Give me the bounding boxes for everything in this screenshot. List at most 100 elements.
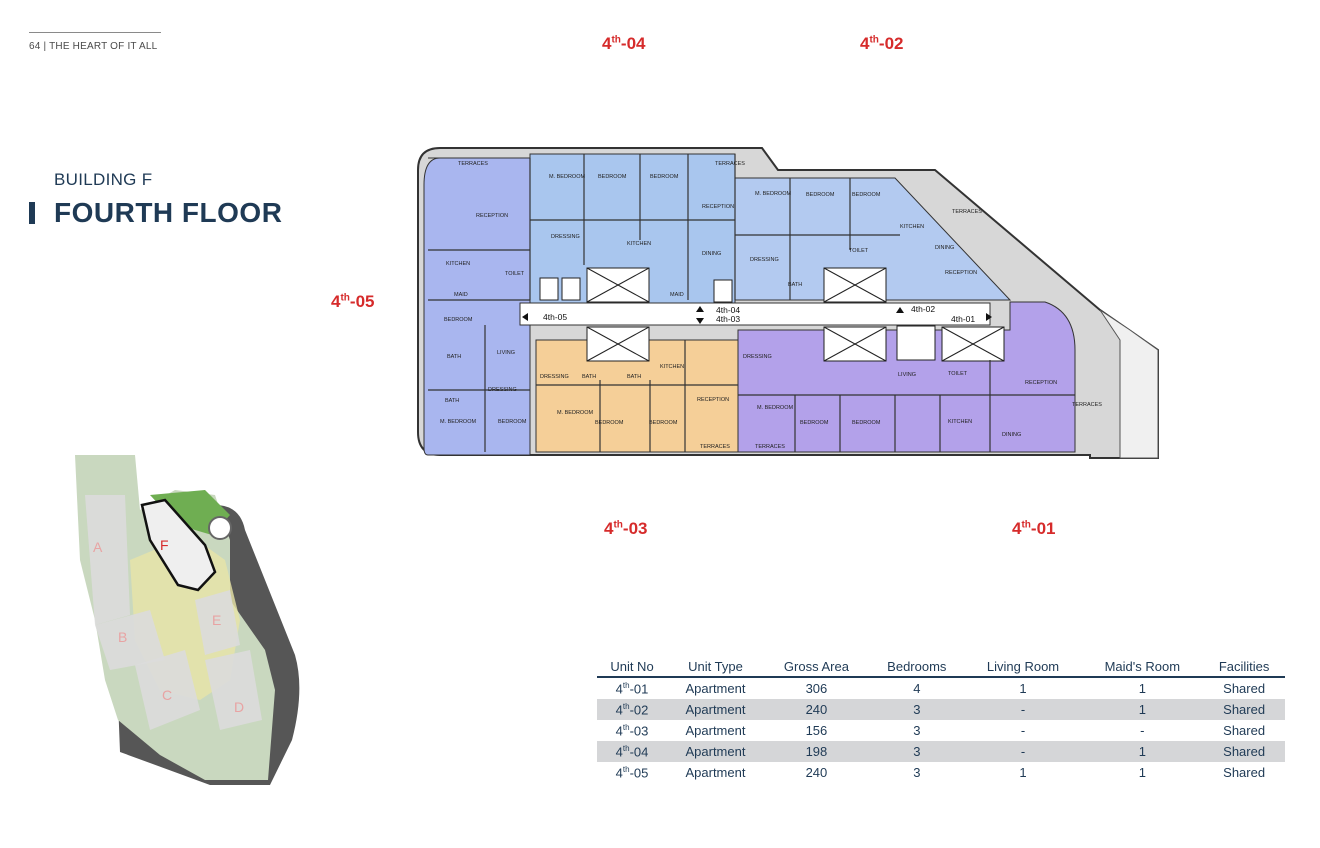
cell-maids-room: 1 (1081, 741, 1204, 762)
room-dressing-label: DRESSING (488, 387, 517, 393)
building-a-label: A (93, 539, 103, 555)
room-bedroom-label: BEDROOM (806, 192, 835, 198)
room-bedroom-label: BEDROOM (800, 420, 829, 426)
room-terraces-label: TERRACES (952, 209, 982, 215)
room-reception-label: RECEPTION (476, 213, 508, 219)
cell-unit-type: Apartment (685, 723, 746, 738)
col-header: Facilities (1203, 658, 1285, 678)
corridor-label-01: 4th-01 (951, 314, 975, 324)
building-c-label: C (162, 687, 172, 703)
cell-facilities: Shared (1203, 741, 1285, 762)
room-bedroom-label: BEDROOM (650, 174, 679, 180)
room-m-bedroom-label: M. BEDROOM (557, 410, 593, 416)
room-living-label: LIVING (497, 350, 515, 356)
building-f-highlight (140, 498, 217, 592)
cell-unit-type: Apartment (685, 681, 746, 696)
unit-schedule-table: Unit No Unit Type Gross Area Bedrooms Li… (597, 658, 1285, 783)
room-dining-label: DINING (702, 251, 721, 257)
building-e-label: E (212, 612, 221, 628)
room-toilet-label: TOILET (948, 371, 968, 377)
site-plan: A B C D E F (75, 455, 300, 785)
building-c-footprint (135, 650, 200, 730)
service-cores (539, 267, 1005, 362)
room-terraces-label: TERRACES (755, 444, 785, 450)
building-b-label: B (118, 629, 127, 645)
cell-bedrooms: 3 (868, 741, 965, 762)
cell-maids-room: 1 (1081, 699, 1204, 720)
table-row: 4th-01 Apartment 306 4 1 1 Shared (597, 677, 1285, 699)
building-d-footprint (205, 650, 262, 730)
room-bedroom-label: BEDROOM (852, 420, 881, 426)
interior-walls (428, 154, 1075, 452)
room-kitchen-label: KITCHEN (900, 224, 924, 230)
room-m-bedroom-label: M. BEDROOM (755, 191, 791, 197)
building-label: BUILDING F (54, 170, 153, 189)
cell-bedrooms: 3 (868, 699, 965, 720)
cell-facilities: Shared (1223, 723, 1266, 738)
room-bath-label: BATH (627, 374, 641, 380)
cell-maids-room: 1 (1138, 765, 1146, 780)
cell-unit-no: 4th-02 (597, 699, 668, 720)
cell-unit-no: 4th-03 (615, 722, 649, 739)
room-living-label: LIVING (898, 372, 916, 378)
unit-tag-05: 4th-05 (331, 292, 375, 311)
site-roundabout (208, 516, 232, 540)
room-maid-label: MAID (454, 292, 468, 298)
col-header: Living Room (964, 658, 1082, 678)
room-toilet-label: TOILET (849, 248, 869, 254)
room-bath-label: BATH (445, 398, 459, 404)
room-bath-label: BATH (447, 354, 461, 360)
cell-maids-room: 1 (1138, 681, 1146, 696)
room-bedroom-label: BEDROOM (444, 317, 473, 323)
corridor-label-04: 4th-04 (716, 305, 740, 315)
building-b-footprint (95, 610, 165, 670)
cell-unit-type: Apartment (667, 699, 764, 720)
room-dining-label: DINING (1002, 432, 1021, 438)
cell-unit-type: Apartment (685, 765, 746, 780)
cell-unit-no: 4th-04 (597, 741, 668, 762)
col-header: Unit Type (667, 658, 764, 678)
unit-05-area (423, 157, 531, 456)
cell-living-room: - (1020, 723, 1026, 738)
room-reception-label: RECEPTION (697, 397, 729, 403)
room-kitchen-label: KITCHEN (627, 241, 651, 247)
cell-gross-area: 156 (805, 723, 828, 738)
cell-unit-no: 4th-01 (615, 680, 649, 697)
room-kitchen-label: KITCHEN (660, 364, 684, 370)
corridor (519, 302, 991, 326)
room-m-bedroom-label: M. BEDROOM (440, 419, 476, 425)
room-bath-label: BATH (788, 282, 802, 288)
room-bath-label: BATH (582, 374, 596, 380)
cell-facilities: Shared (1223, 765, 1266, 780)
header-rule (29, 32, 161, 33)
room-bedroom-label: BEDROOM (649, 420, 678, 426)
room-reception-label: RECEPTION (1025, 380, 1057, 386)
room-kitchen-label: KITCHEN (446, 261, 470, 267)
room-terraces-label: TERRACES (1072, 402, 1102, 408)
cell-facilities: Shared (1223, 681, 1266, 696)
cell-gross-area: 240 (763, 699, 869, 720)
room-m-bedroom-label: M. BEDROOM (549, 174, 585, 180)
cell-maids-room: - (1140, 723, 1145, 738)
room-bedroom-label: BEDROOM (498, 419, 527, 425)
col-header: Gross Area (763, 658, 869, 678)
unit-tag-03: 4th-03 (604, 519, 648, 538)
building-d-label: D (234, 699, 244, 715)
floor-title: FOURTH FLOOR (54, 197, 283, 228)
cell-gross-area: 240 (805, 765, 828, 780)
room-toilet-label: TOILET (505, 271, 525, 277)
room-dressing-label: DRESSING (743, 354, 772, 360)
corridor-label-02: 4th-02 (911, 304, 935, 314)
room-terraces-label: TERRACES (700, 444, 730, 450)
room-reception-label: RECEPTION (945, 270, 977, 276)
room-dressing-label: DRESSING (551, 234, 580, 240)
floor-plan: TERRACES TERRACES TERRACES TERRACES TERR… (417, 147, 1159, 459)
col-header: Bedrooms (868, 658, 965, 678)
room-bedroom-label: BEDROOM (598, 174, 627, 180)
cell-gross-area: 306 (805, 681, 828, 696)
cell-unit-type: Apartment (667, 741, 764, 762)
entry-arrows (522, 306, 992, 324)
cell-living-room: - (964, 741, 1082, 762)
cell-living-room: 1 (1019, 765, 1027, 780)
cell-gross-area: 198 (763, 741, 869, 762)
